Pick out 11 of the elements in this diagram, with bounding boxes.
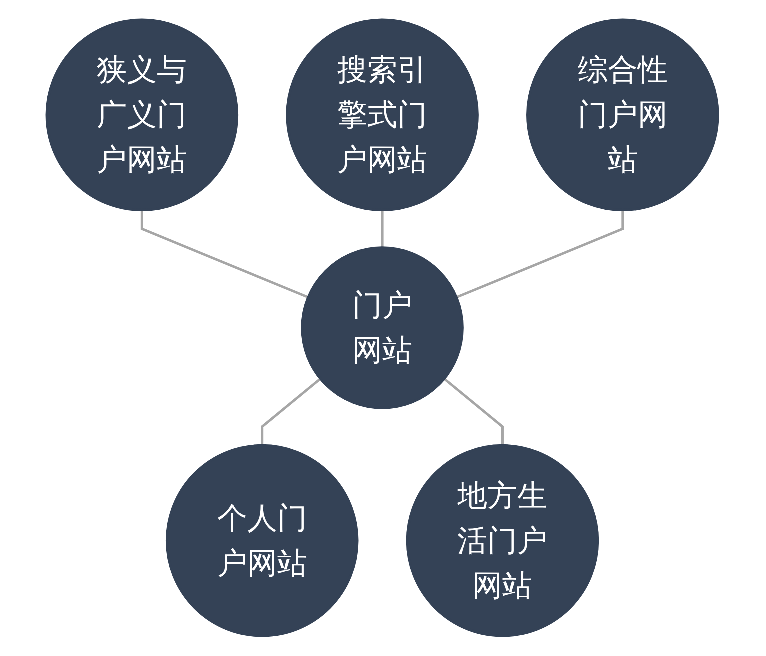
node-circle: 个人门户网站 [166, 444, 360, 638]
node-circle: 搜索引擎式门户网站 [286, 18, 480, 212]
node-circle: 综合性门户网站 [526, 18, 720, 212]
node-circle: 地方生活门户网站 [406, 444, 600, 638]
node-circle: 狭义与广义门户网站 [46, 18, 240, 212]
node-circle: 门户网站 [302, 246, 464, 410]
connector [262, 378, 322, 446]
connector [382, 210, 384, 248]
connector [141, 210, 310, 299]
connector [444, 378, 504, 446]
connector [456, 210, 625, 299]
